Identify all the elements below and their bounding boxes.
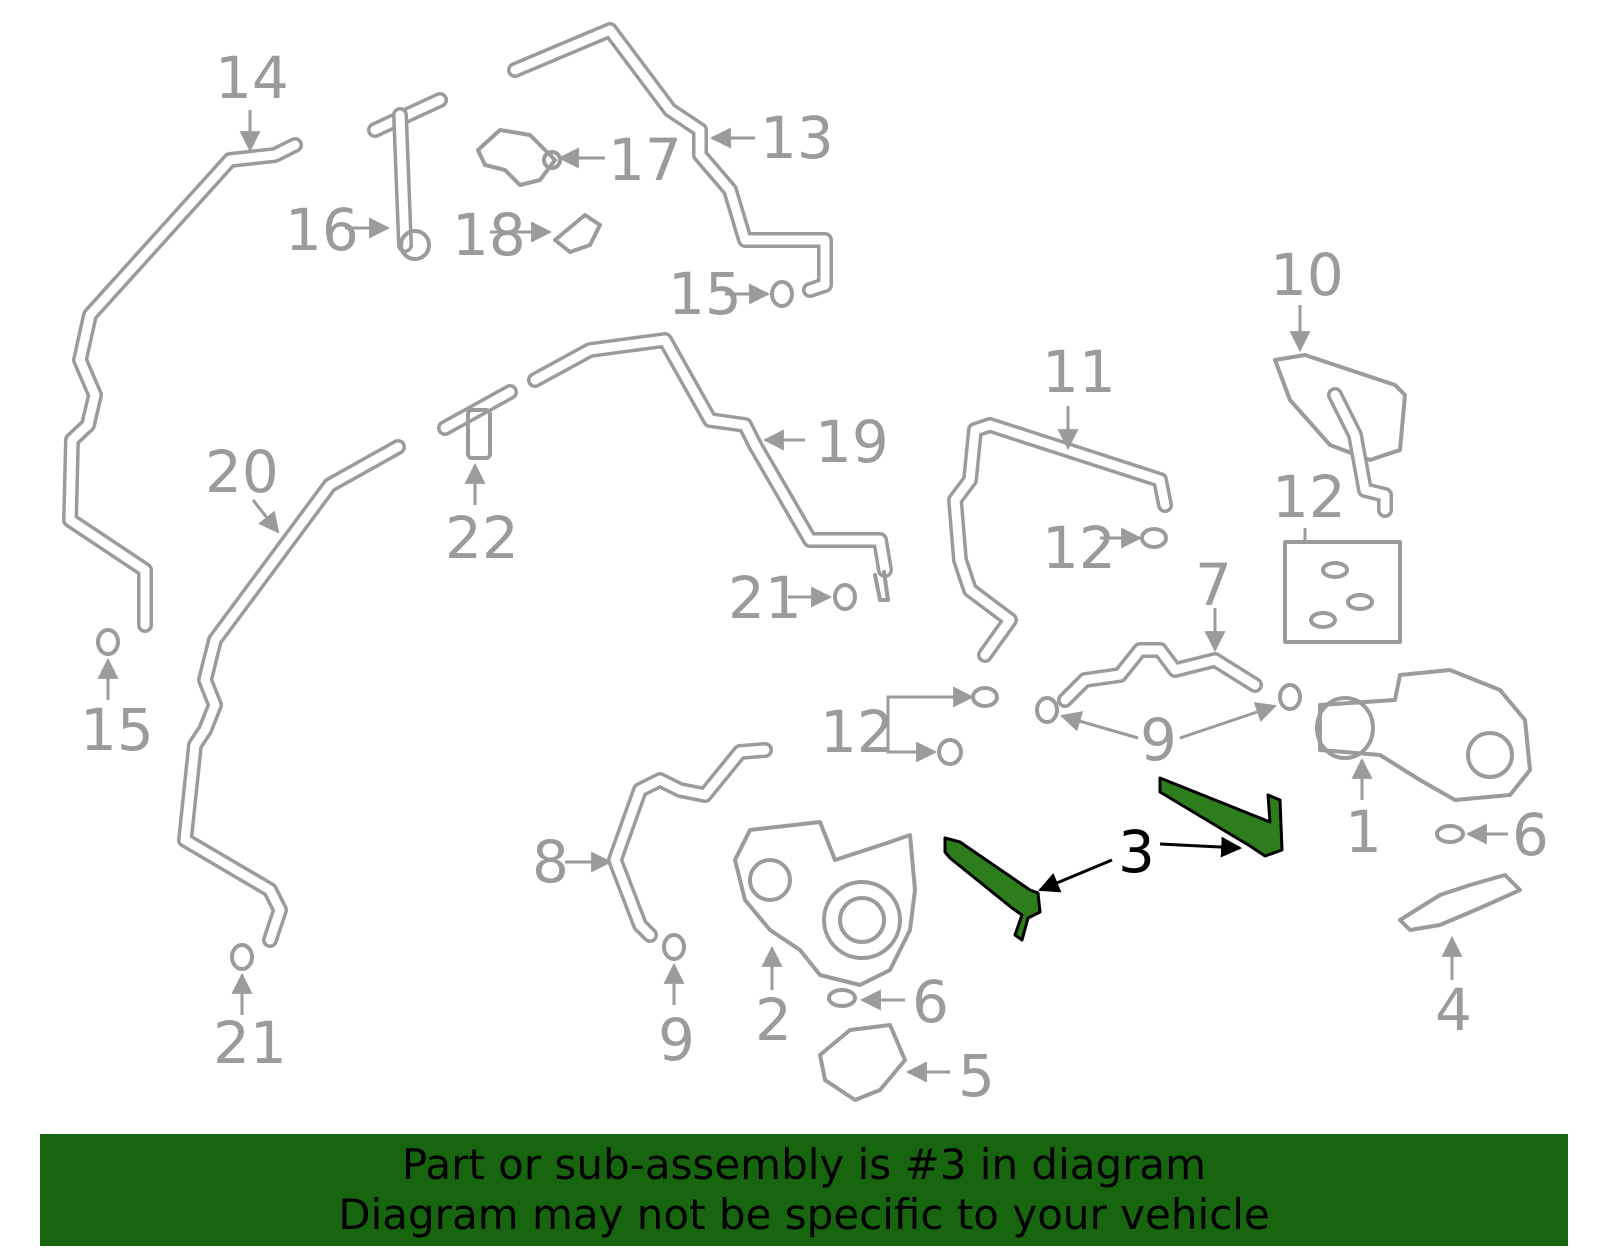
part-12-seal-a bbox=[971, 686, 999, 708]
label-7: 7 bbox=[1195, 551, 1232, 619]
label-12-lower: 12 bbox=[820, 698, 894, 766]
highlight-arrows bbox=[1038, 836, 1243, 893]
label-21-left: 21 bbox=[213, 1009, 287, 1077]
part-1-turbocharger bbox=[1315, 668, 1532, 802]
label-22: 22 bbox=[445, 504, 519, 572]
leader-arrows bbox=[97, 110, 1508, 1083]
label-5: 5 bbox=[958, 1042, 995, 1110]
part-10-bracket-tube bbox=[1273, 353, 1407, 518]
part-21-seal-left bbox=[230, 943, 254, 971]
part-12-seal-kit bbox=[1283, 540, 1402, 644]
part-7-hose bbox=[1057, 642, 1263, 708]
part-9-seal-lower bbox=[662, 933, 686, 961]
label-8: 8 bbox=[532, 828, 569, 896]
label-17: 17 bbox=[608, 126, 682, 194]
part-12-seal-upper bbox=[1140, 527, 1168, 549]
part-5-bracket bbox=[818, 1023, 907, 1102]
label-11: 11 bbox=[1042, 338, 1116, 406]
part-2-turbocharger bbox=[733, 820, 917, 987]
label-9-lower: 9 bbox=[658, 1006, 695, 1074]
part-22-tee-fitting bbox=[437, 384, 518, 460]
part-11-tube bbox=[947, 417, 1173, 663]
part-9-seal-left bbox=[1035, 696, 1059, 724]
callout-labels: 14 16 18 17 13 15 15 19 22 20 21 11 12 1… bbox=[80, 44, 1549, 1110]
label-13: 13 bbox=[760, 104, 834, 172]
part-16-hose bbox=[367, 92, 448, 261]
label-12-kit: 12 bbox=[1272, 463, 1346, 531]
label-21-mid: 21 bbox=[728, 564, 802, 632]
part-15-seal-left bbox=[96, 628, 120, 656]
part-18-clip bbox=[553, 213, 602, 254]
part-20-tube bbox=[177, 439, 406, 948]
part-14-coolant-tube bbox=[62, 137, 303, 633]
label-1: 1 bbox=[1345, 798, 1382, 866]
part-12-seal-b bbox=[937, 738, 963, 766]
part-21-seal-mid bbox=[833, 583, 857, 611]
label-15-left: 15 bbox=[80, 696, 154, 764]
part-15-seal-upper bbox=[770, 280, 794, 308]
part-19-tube bbox=[527, 332, 893, 602]
label-10: 10 bbox=[1270, 241, 1344, 309]
part-17-valve bbox=[476, 128, 562, 187]
part-9-seal-right bbox=[1278, 683, 1302, 711]
parts-diagram: 14 16 18 17 13 15 15 19 22 20 21 11 12 1… bbox=[62, 22, 1549, 1110]
part-13-tube bbox=[507, 22, 833, 298]
label-4: 4 bbox=[1435, 976, 1472, 1044]
label-6-lower: 6 bbox=[912, 968, 949, 1036]
info-banner: Part or sub-assembly is #3 in diagram Di… bbox=[40, 1134, 1568, 1246]
label-12-upper: 12 bbox=[1042, 514, 1116, 582]
banner-line-part: Part or sub-assembly is #3 in diagram bbox=[401, 1140, 1207, 1189]
label-15-upper: 15 bbox=[668, 260, 742, 328]
label-19: 19 bbox=[815, 408, 889, 476]
label-18: 18 bbox=[452, 201, 526, 269]
label-14: 14 bbox=[215, 44, 289, 112]
part-6-gasket-right bbox=[1435, 824, 1465, 844]
label-9-right: 9 bbox=[1140, 706, 1177, 774]
part-4-bracket bbox=[1398, 873, 1522, 932]
label-3: 3 bbox=[1118, 818, 1155, 886]
part-3-heat-shields bbox=[943, 776, 1284, 942]
label-16: 16 bbox=[285, 196, 359, 264]
part-8-pipe bbox=[607, 742, 773, 943]
label-6-right: 6 bbox=[1512, 801, 1549, 869]
label-20: 20 bbox=[205, 438, 279, 506]
banner-line-disclaimer: Diagram may not be specific to your vehi… bbox=[338, 1190, 1270, 1239]
part-6-gasket-lower bbox=[827, 988, 857, 1008]
label-2: 2 bbox=[755, 986, 792, 1054]
